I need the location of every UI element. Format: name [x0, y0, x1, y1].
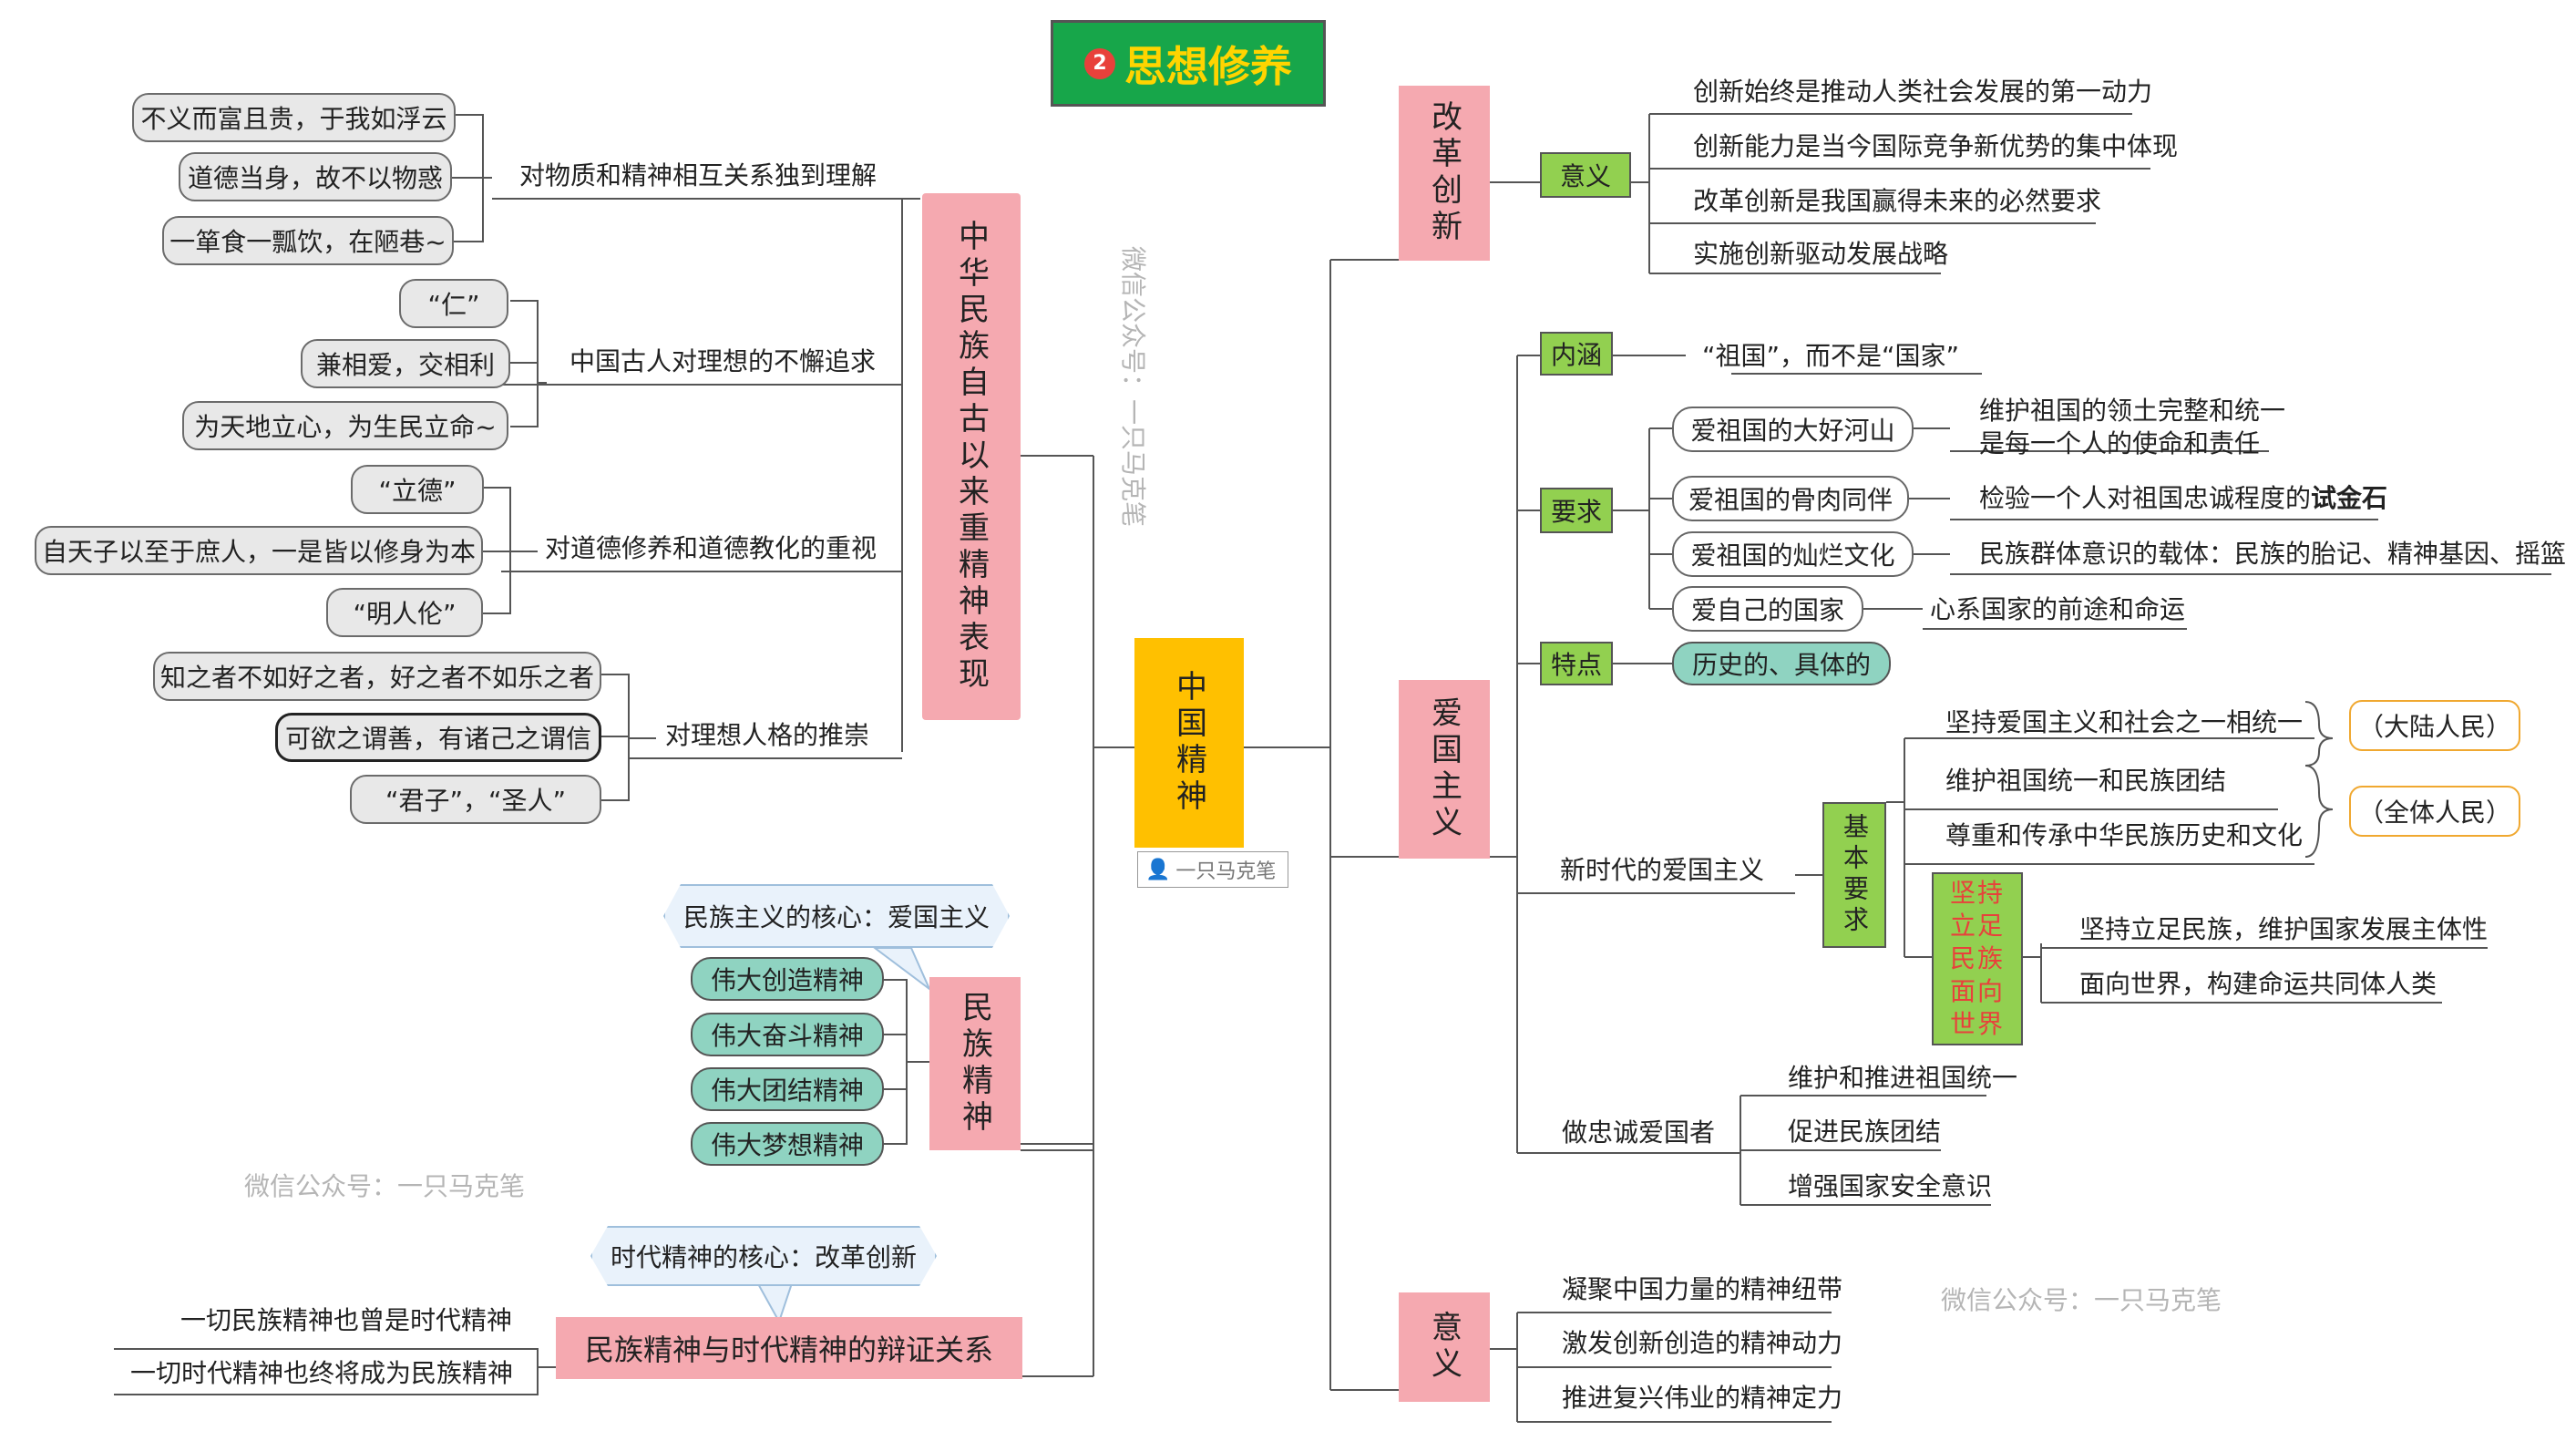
minzu-label: 民族精神	[956, 991, 993, 1137]
patriotism-label: 爱国主义	[1425, 696, 1462, 842]
watermark: 微信公众号：一只马克笔	[1118, 246, 1148, 528]
page-title: 思想修养	[1124, 41, 1292, 91]
significance-item: 激发创新创造的精神动力	[1562, 1328, 1843, 1358]
quote-item[interactable]: 知之者不如好之者，好之者不如乐之者	[153, 652, 601, 701]
stand-label: 坚持立足民族面向世界	[1950, 878, 2006, 1039]
neihan-value: “祖国”，而不是“国家”	[1702, 341, 1960, 371]
quote-item[interactable]: 为天地立心，为生民立命~	[182, 401, 508, 450]
yaoqiu-desc: 心系国家的前途和命运	[1930, 594, 2186, 624]
loyal-item: 促进民族团结	[1788, 1117, 1942, 1147]
new-era-item: 维护祖国统一和民族团结	[1945, 766, 2227, 796]
tag-mainland: （大陆人民）	[2349, 700, 2520, 751]
yaoqiu-item[interactable]: 爱祖国的大好河山	[1672, 407, 1914, 452]
significance-item: 推进复兴伟业的精神定力	[1562, 1383, 1843, 1413]
dialectic-item: 一切民族精神也曾是时代精神	[180, 1305, 513, 1335]
minzu-callout: 民族主义的核心：爱国主义	[663, 884, 1010, 948]
center-label: 中国精神	[1170, 670, 1207, 816]
reform-item: 实施创新驱动发展战略	[1693, 239, 1949, 269]
new-era-item: 尊重和传承中华民族历史和文化	[1945, 820, 2304, 850]
yaoqiu-item[interactable]: 爱自己的国家	[1672, 586, 1863, 632]
author-tag-text: 一只马克笔	[1175, 860, 1277, 883]
basic-req-label: 基本要求	[1840, 813, 1870, 937]
basic-req-box[interactable]: 基本要求	[1822, 802, 1886, 948]
loyal-item: 增强国家安全意识	[1788, 1171, 1993, 1201]
quote-item[interactable]: 一箪食一瓢饮，在陋巷~	[162, 216, 454, 265]
center-node[interactable]: 中国精神	[1134, 638, 1244, 848]
quote-item[interactable]: 兼相爱，交相利	[301, 339, 510, 388]
yaoqiu-desc: 是每一个人的使命和责任	[1979, 428, 2261, 458]
reform-meaning-box[interactable]: 意义	[1540, 152, 1631, 198]
group-label: 对道德修养和道德教化的重视	[545, 533, 877, 563]
yaoqiu-desc-text: 检验一个人对祖国忠诚程度的	[1979, 483, 2312, 513]
group-label: 对理想人格的推崇	[665, 720, 870, 750]
tedian-value[interactable]: 历史的、具体的	[1672, 642, 1891, 685]
quote-item[interactable]: 道德当身，故不以物惑	[179, 152, 452, 201]
quote-item[interactable]: “君子”，“圣人”	[350, 775, 601, 824]
group-label: 中国古人对理想的不懈追求	[570, 346, 877, 376]
patriotism-node[interactable]: 爱国主义	[1399, 680, 1490, 859]
spirit-item[interactable]: 伟大奋斗精神	[691, 1013, 884, 1056]
yaoqiu-item[interactable]: 爱祖国的骨肉同伴	[1672, 476, 1909, 521]
minzu-node[interactable]: 民族精神	[929, 977, 1021, 1150]
loyal-label: 做忠诚爱国者	[1562, 1117, 1716, 1148]
author-tag: 👤 一只马克笔	[1137, 851, 1288, 888]
significance-node[interactable]: 意义	[1399, 1292, 1490, 1402]
reform-item: 创新始终是推动人类社会发展的第一动力	[1693, 77, 2153, 107]
quote-item[interactable]: “明人伦”	[326, 588, 483, 637]
yaoqiu-box[interactable]: 要求	[1540, 488, 1613, 533]
stand-item: 面向世界，构建命运共同体人类	[2079, 969, 2437, 999]
quote-item[interactable]: “立德”	[351, 465, 484, 514]
spirit-item[interactable]: 伟大创造精神	[691, 957, 884, 1001]
stand-item: 坚持立足民族，维护国家发展主体性	[2079, 914, 2489, 944]
quote-item[interactable]: 自天子以至于庶人，一是皆以修身为本	[35, 526, 483, 575]
badge-number: 2	[1084, 47, 1115, 79]
new-era-label: 新时代的爱国主义	[1560, 855, 1765, 885]
spirit-item[interactable]: 伟大团结精神	[691, 1067, 884, 1111]
significance-label: 意义	[1425, 1311, 1462, 1384]
yaoqiu-desc: 检验一个人对祖国忠诚程度的试金石	[1979, 483, 2387, 514]
reform-label: 改革创新	[1425, 100, 1462, 246]
tedian-box[interactable]: 特点	[1540, 642, 1613, 685]
dialectic-node[interactable]: 民族精神与时代精神的辩证关系	[556, 1317, 1022, 1379]
yaoqiu-desc: 维护祖国的领土完整和统一	[1979, 396, 2286, 426]
watermark: 微信公众号：一只马克笔	[244, 1171, 526, 1201]
yaoqiu-desc-bold: 试金石	[2311, 483, 2388, 513]
significance-item: 凝聚中国力量的精神纽带	[1562, 1274, 1843, 1304]
reform-item: 创新能力是当今国际竞争新优势的集中体现	[1693, 131, 2179, 161]
zhonghua-node[interactable]: 中华民族自古以来重精神表现	[922, 193, 1021, 720]
reform-item: 改革创新是我国赢得未来的必然要求	[1693, 186, 2102, 216]
title-banner: 2 思想修养	[1051, 20, 1326, 107]
new-era-item: 坚持爱国主义和社会之一相统一	[1945, 707, 2304, 737]
loyal-item: 维护和推进祖国统一	[1788, 1063, 2018, 1093]
quote-item[interactable]: 不义而富且贵，于我如浮云	[132, 93, 456, 142]
quote-item[interactable]: “仁”	[399, 279, 508, 328]
watermark: 微信公众号：一只马克笔	[1941, 1285, 2222, 1315]
spirit-item[interactable]: 伟大梦想精神	[691, 1122, 884, 1166]
reform-node[interactable]: 改革创新	[1399, 86, 1490, 261]
neihan-box[interactable]: 内涵	[1540, 332, 1613, 376]
tag-all-people: （全体人民）	[2349, 786, 2520, 837]
dialectic-callout: 时代精神的核心：改革创新	[590, 1226, 937, 1286]
quote-item[interactable]: 可欲之谓善，有诸己之谓信	[275, 713, 601, 762]
user-icon: 👤	[1145, 858, 1171, 881]
zhonghua-label: 中华民族自古以来重精神表现	[952, 220, 990, 694]
yaoqiu-item[interactable]: 爱祖国的灿烂文化	[1672, 531, 1914, 577]
group-label: 对物质和精神相互关系独到理解	[519, 160, 877, 190]
yaoqiu-desc: 民族群体意识的载体：民族的胎记、精神基因、摇篮	[1979, 539, 2567, 569]
dialectic-item: 一切时代精神也终将成为民族精神	[130, 1358, 514, 1388]
stand-box[interactable]: 坚持立足民族面向世界	[1932, 872, 2023, 1045]
